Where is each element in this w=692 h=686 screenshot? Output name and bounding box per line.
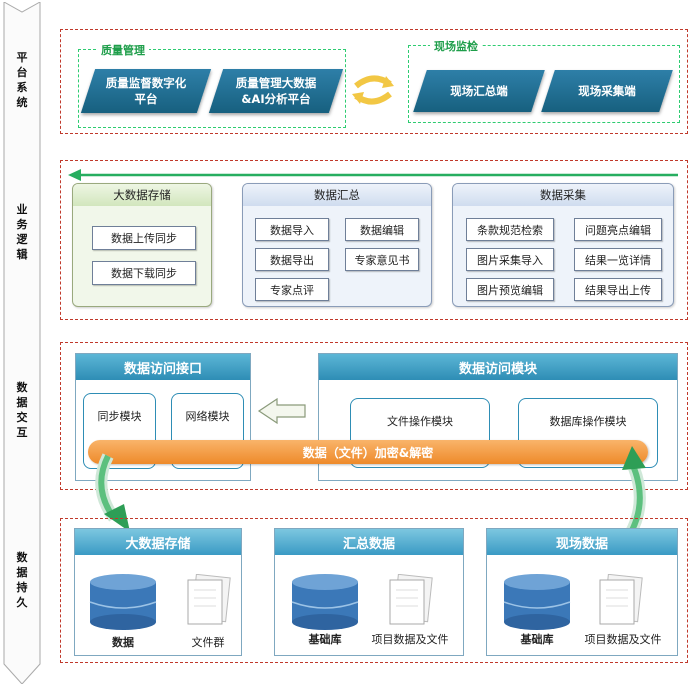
quality-platform-1[interactable]: 质量监督数字化平台 [80,69,212,113]
document-stack-icon [389,574,433,625]
platform-band [60,29,688,134]
field-group [408,45,680,123]
layer-label-interaction: 数据交互 [16,381,28,439]
clause-search-item[interactable]: 条款规范检索 [466,218,554,241]
layer-sidebar-arrow [3,2,41,684]
layer-label-logic: 业务逻辑 [16,203,28,261]
image-preview-item[interactable]: 图片预览编辑 [466,278,554,301]
quality-platform-2[interactable]: 质量管理大数据&AI分析平台 [208,69,344,113]
field-group-title: 现场监检 [430,38,482,54]
result-overview-item[interactable]: 结果一览详情 [574,248,662,271]
logic-band [60,160,688,320]
field-collect-endpoint[interactable]: 现场采集端 [541,70,673,112]
document-stack-icon [599,574,643,625]
logic-collect-title: 数据采集 [453,184,673,206]
layer-label-persist: 数据持久 [16,551,28,609]
persist-summary-title: 汇总数据 [275,529,463,555]
module-panel-title: 数据访问模块 [319,354,677,380]
persist-band [60,518,688,663]
quality-group-title: 质量管理 [97,42,149,58]
encrypt-decrypt-bar: 数据（文件）加密&解密 [88,440,648,464]
logic-collect-module: 数据采集 [452,183,674,307]
database-icon [291,574,359,630]
logic-summary-title: 数据汇总 [243,184,431,206]
result-upload-item[interactable]: 结果导出上传 [574,278,662,301]
hollow-arrow-left-icon [257,397,306,425]
big-db-label: 数据 [112,636,134,649]
database-icon [503,574,571,630]
download-sync-item[interactable]: 数据下载同步 [92,261,196,285]
upload-sync-item[interactable]: 数据上传同步 [92,226,196,250]
document-stack-icon [187,574,231,625]
data-edit-item[interactable]: 数据编辑 [345,218,419,241]
summary-file-label: 项目数据及文件 [371,633,449,646]
expert-opinion-item[interactable]: 专家意见书 [345,248,419,271]
field-summary-endpoint[interactable]: 现场汇总端 [413,70,545,112]
interaction-band [60,342,688,490]
expert-review-item[interactable]: 专家点评 [255,278,329,301]
data-import-item[interactable]: 数据导入 [255,218,329,241]
quality-group [78,49,346,128]
sync-cycle-icon [352,75,394,105]
data-export-item[interactable]: 数据导出 [255,248,329,271]
field-db-label: 基础库 [520,633,554,646]
flow-arrow-left [68,169,678,181]
layer-label-platform: 平台系统 [16,51,28,109]
issue-edit-item[interactable]: 问题亮点编辑 [574,218,662,241]
persist-big-title: 大数据存储 [75,529,241,555]
persist-field-title: 现场数据 [487,529,677,555]
logic-storage-title: 大数据存储 [73,184,211,206]
api-panel-title: 数据访问接口 [76,354,250,380]
curved-arrow-down-icon [95,453,130,532]
big-file-label: 文件群 [191,636,225,649]
image-import-item[interactable]: 图片采集导入 [466,248,554,271]
field-file-label: 项目数据及文件 [584,633,662,646]
database-icon [89,574,157,630]
summary-db-label: 基础库 [308,633,342,646]
